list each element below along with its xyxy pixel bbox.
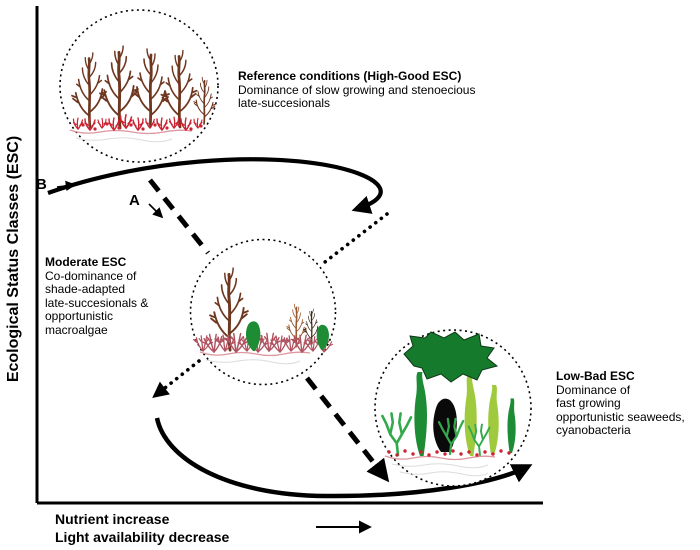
moderate-substrate-line xyxy=(199,351,311,357)
x-axis-label: Nutrient increase Light availability dec… xyxy=(55,510,229,546)
marker-b-label: B xyxy=(36,176,47,193)
solid-curve-b xyxy=(47,157,383,214)
lowbad-line: fast growing xyxy=(556,396,621,410)
y-axis-label: Ecological Status Classes (ESC) xyxy=(5,135,22,383)
reference-community-illustration xyxy=(69,44,217,143)
b-pointer-arrow-icon xyxy=(56,180,77,192)
lowbad-line: Dominance of xyxy=(556,382,631,397)
moderate-annotation: Moderate ESC Co-dominance of shade-adapt… xyxy=(45,255,149,337)
x-axis-line-1: Nutrient increase xyxy=(55,511,170,527)
reference-substrate-line xyxy=(69,129,193,135)
reference-line: late-succesionals xyxy=(238,96,331,110)
lowbad-line: cyanobacteria xyxy=(556,423,631,437)
dotted-arrow-upper xyxy=(323,212,389,264)
dashed-arrow-a-lower xyxy=(305,376,390,483)
moderate-line: Co-dominance of xyxy=(45,268,137,283)
black-seaweed xyxy=(433,398,457,452)
moderate-line: macroalgae xyxy=(45,322,108,337)
moderate-line: shade-adapted xyxy=(45,282,126,296)
a-pointer-arrow-icon xyxy=(148,203,164,219)
cyanobacteria-dots xyxy=(387,449,511,457)
lowbad-annotation: Low-Bad ESC Dominance of fast growing op… xyxy=(556,369,685,438)
lowbad-community-illustration xyxy=(381,331,516,477)
reference-title: Reference conditions (High-Good ESC) xyxy=(238,69,462,83)
moderate-substrate-faint xyxy=(205,359,301,365)
ulva-blob xyxy=(403,331,499,383)
dotted-arrow-lower xyxy=(152,359,201,399)
reference-annotation: Reference conditions (High-Good ESC) Dom… xyxy=(238,69,476,111)
lowbad-substrate-faint-1 xyxy=(391,463,489,469)
moderate-community-illustration xyxy=(192,266,334,365)
moderate-title: Moderate ESC xyxy=(45,255,127,269)
marker-a-label: A xyxy=(129,192,140,209)
moderate-line: opportunistic xyxy=(45,309,114,323)
lowbad-substrate-faint-2 xyxy=(399,471,489,477)
red-dots xyxy=(81,122,203,131)
lowbad-line: opportunistic seaweeds, xyxy=(556,409,685,424)
moderate-circle xyxy=(189,238,337,386)
dashed-arrow-a-upper xyxy=(148,178,210,255)
lowbad-title: Low-Bad ESC xyxy=(556,369,635,383)
bottom-solid-curve xyxy=(154,417,533,499)
moderate-line: late-succesionals & xyxy=(45,295,149,310)
reference-line: Dominance of slow growing and stenoeciou… xyxy=(238,82,476,97)
reference-substrate-faint xyxy=(75,137,173,143)
x-axis-line-2: Light availability decrease xyxy=(55,529,230,545)
